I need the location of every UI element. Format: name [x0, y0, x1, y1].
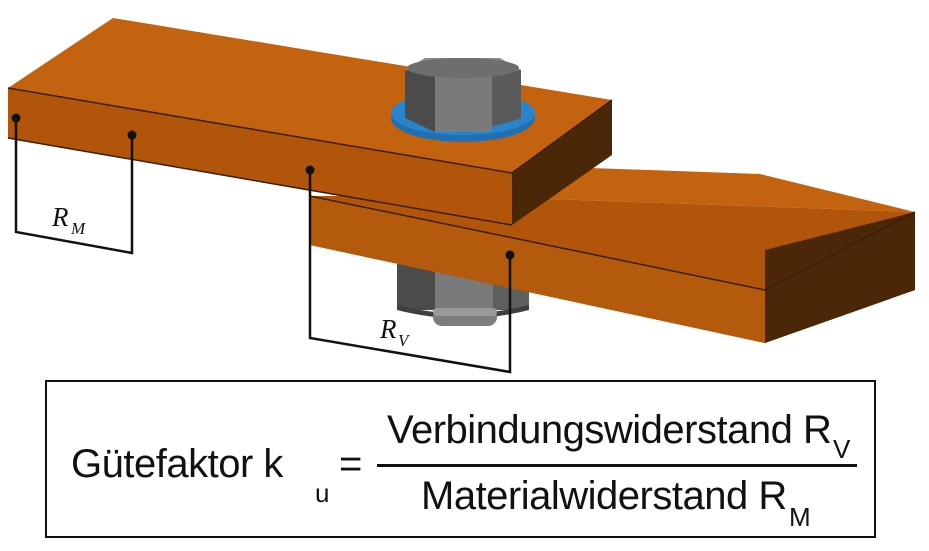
fraction-line [377, 464, 857, 467]
measurement-bracket-rm: R M [11, 113, 137, 255]
measurement-bracket-rv: R V [305, 165, 515, 374]
busbar-joint-illustration: R M R V [7, 18, 916, 374]
label-rv-symbol: R [379, 314, 397, 344]
label-rv-subscript: V [398, 331, 411, 350]
formula-equals: = [339, 442, 362, 486]
formula-lhs: Gütefaktor k [71, 442, 283, 486]
formula-denominator-subscript: M [789, 502, 811, 532]
quality-factor-formula: Gütefaktor k u = Verbindungswiderstand R… [47, 382, 874, 536]
label-rm-subscript: M [70, 219, 86, 238]
formula-lhs-subscript: u [315, 478, 330, 508]
formula-denominator: Materialwiderstand R [421, 474, 787, 518]
formula-box: Gütefaktor k u = Verbindungswiderstand R… [45, 380, 876, 538]
formula-numerator-subscript: V [833, 434, 851, 464]
label-rm-symbol: R [51, 202, 69, 232]
bolt-head-top [391, 58, 535, 142]
formula-numerator: Verbindungswiderstand R [387, 408, 832, 452]
